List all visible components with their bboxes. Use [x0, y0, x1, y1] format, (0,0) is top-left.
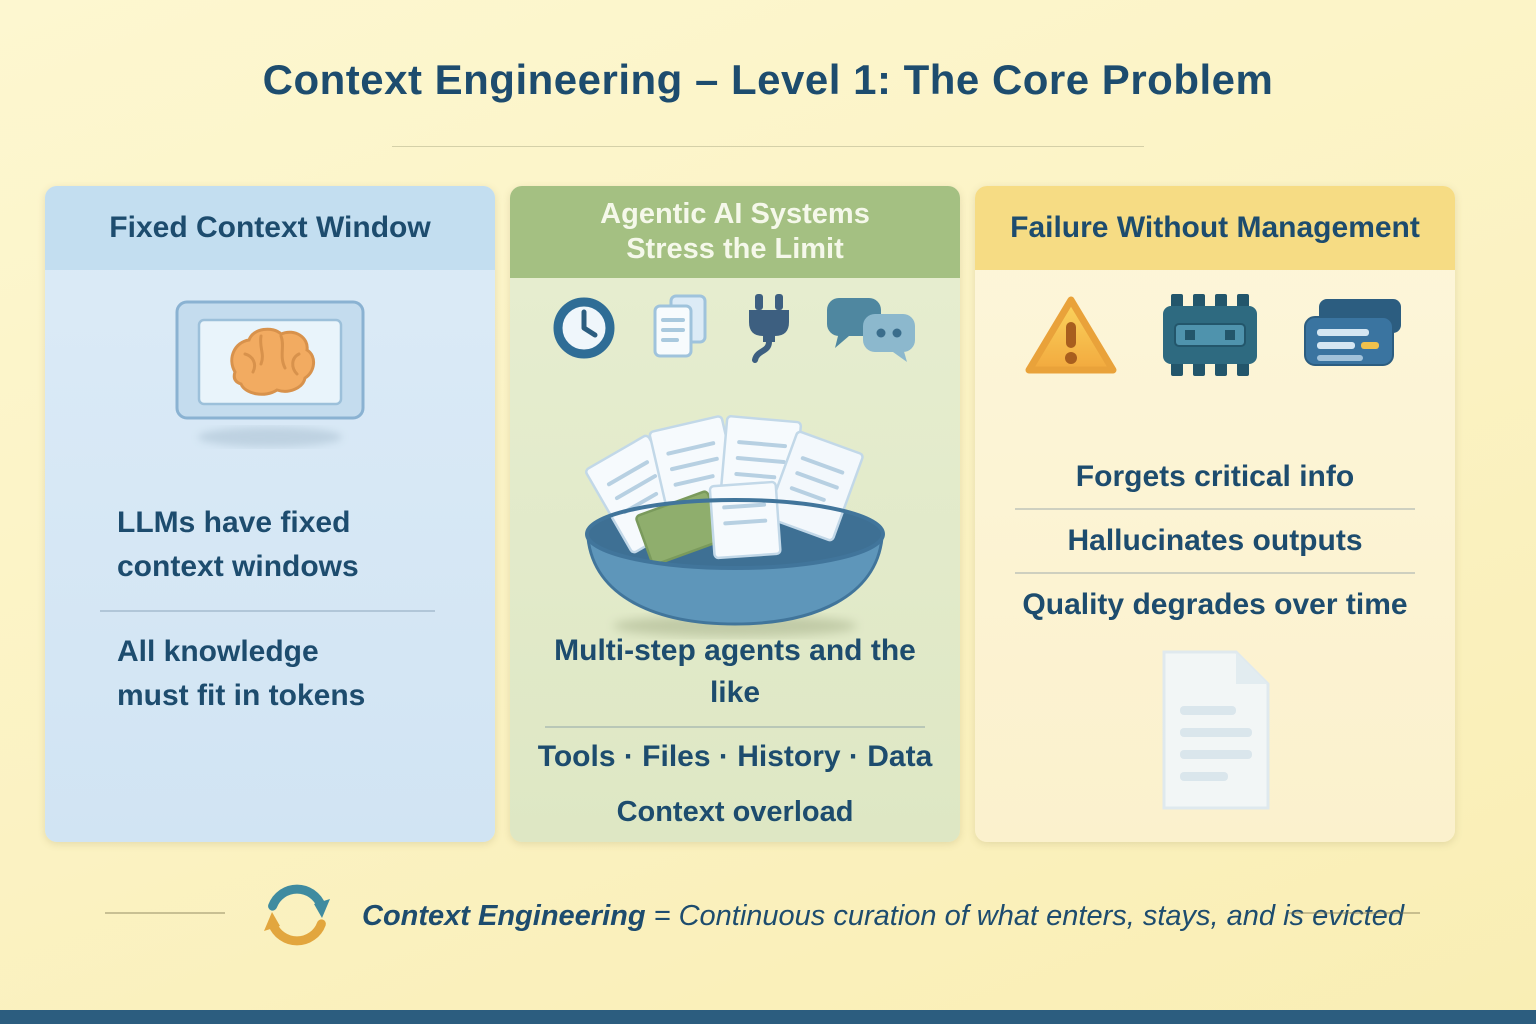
card1-header: Fixed Context Window [45, 186, 495, 270]
stacked-cards-icon [1303, 297, 1407, 378]
card2-status: Context overload [616, 796, 854, 828]
card-agentic-ai-systems: Agentic AI Systems Stress the Limit [510, 186, 960, 842]
card3-header: Failure Without Management [975, 186, 1455, 270]
card3-divider-1 [1015, 508, 1415, 510]
card3-item-3: Quality degrades over time [1022, 588, 1408, 621]
card3-divider-2 [1015, 572, 1415, 574]
card2-categories: Tools · Files · History · Data [537, 740, 933, 773]
footer-divider-left [105, 912, 225, 914]
clock-icon [551, 295, 617, 366]
footer-definition-text: = Continuous curation of what enters, st… [653, 900, 1404, 932]
card1-divider [100, 610, 435, 612]
title-divider [392, 146, 1144, 147]
cycle-arrows-icon [260, 878, 334, 957]
plug-icon [741, 292, 797, 369]
chat-bubbles-icon [823, 292, 919, 369]
card2-caption: Multi-step agents and the like [554, 634, 916, 709]
card2-icon-row [510, 292, 960, 369]
card1-point-2: All knowledge must fit in tokens [117, 635, 366, 712]
card2-header-line1: Agentic AI Systems [600, 198, 870, 230]
bottom-accent-bar [0, 1010, 1536, 1024]
overflowing-basket-illustration [560, 386, 910, 646]
card3-icon-row [975, 292, 1455, 383]
footer-definition: Context Engineering= Continuous curation… [362, 896, 1404, 936]
card3-item-2: Hallucinates outputs [1067, 524, 1363, 557]
faded-document-icon [1140, 646, 1290, 819]
chip-icon [1161, 294, 1261, 381]
card2-divider [545, 726, 925, 728]
page-title: Context Engineering – Level 1: The Core … [262, 56, 1274, 103]
documents-icon [643, 292, 715, 369]
card2-header: Agentic AI Systems Stress the Limit [510, 186, 960, 278]
footer-term: Context Engineering [362, 900, 646, 932]
card-failure-without-management: Failure Without Management [975, 186, 1455, 842]
card3-item-1: Forgets critical info [1075, 460, 1355, 493]
footer-divider-right [1288, 912, 1420, 914]
card2-header-line2: Stress the Limit [626, 233, 844, 265]
card1-point-1: LLMs have fixed context windows [117, 506, 359, 583]
warning-triangle-icon [1023, 292, 1119, 383]
card-fixed-context-window: Fixed Context Window LLMs have fixed con… [45, 186, 495, 842]
brain-in-box-icon [165, 284, 375, 459]
